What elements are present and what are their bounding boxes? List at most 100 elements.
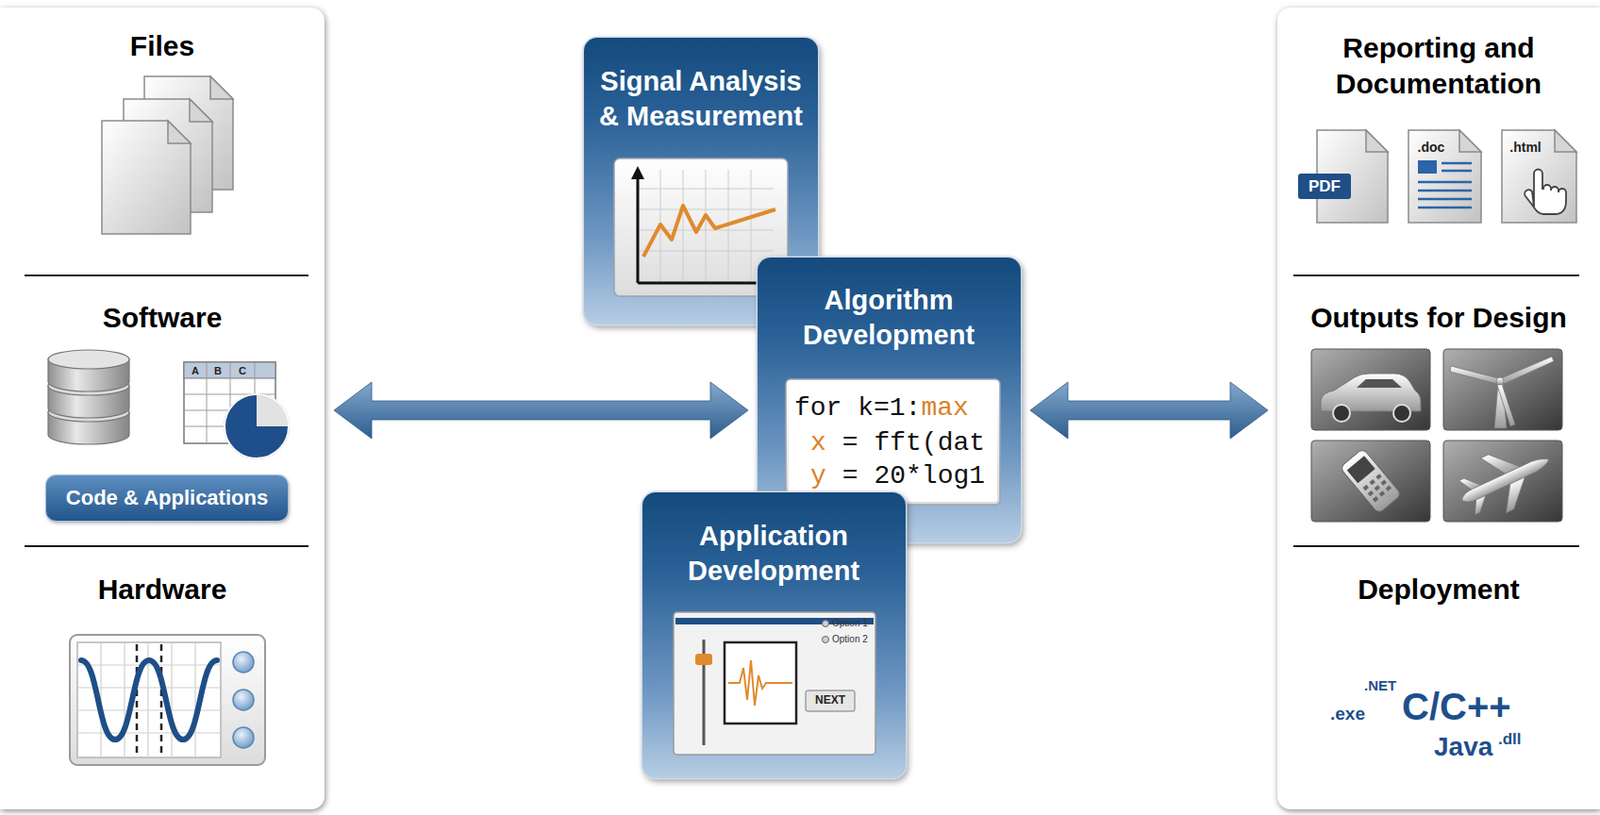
section-heading: Outputs for Design: [1287, 300, 1590, 336]
oscilloscope-icon: [77, 686, 221, 688]
oscilloscope-icon: [123, 642, 125, 758]
oscilloscope-icon: [233, 651, 254, 673]
app-ui-illustration: [805, 690, 855, 712]
source-panel: FilesSoftwareHardware Code & Applications: [0, 7, 325, 810]
phone-image: [1367, 490, 1374, 497]
document-icon: [1408, 130, 1482, 223]
button-text: NEXT: [815, 694, 846, 708]
app-ui-illustration: [724, 642, 797, 724]
platform-text: .exe: [1330, 703, 1366, 725]
database-icon: [48, 350, 130, 369]
oscilloscope-icon: [135, 644, 139, 756]
files-icon: [101, 76, 234, 234]
button-text: Code & Applications: [51, 482, 283, 515]
oscilloscope-icon: [160, 644, 164, 756]
code-text: = fft(dat: [842, 428, 985, 459]
output-illustrations: [1293, 130, 1580, 547]
airplane-image: [1449, 432, 1562, 528]
column-header: B: [214, 365, 222, 378]
car-image: [1320, 373, 1421, 422]
section-heading: Files: [16, 28, 309, 65]
platform-text: C/C++: [1401, 684, 1512, 729]
database-icon: [48, 350, 130, 445]
spreadsheet-icon: [224, 394, 289, 459]
chart-illustration: [705, 169, 707, 284]
airplane-image: [1459, 454, 1552, 506]
chart-illustration: [683, 169, 684, 284]
oscilloscope-icon: [77, 664, 221, 666]
code-illustration: [788, 382, 998, 502]
doc-lines: [1417, 206, 1472, 210]
phone-image: [1381, 479, 1387, 485]
chart-illustration: [643, 205, 776, 257]
wind-turbine-image: [1450, 356, 1554, 429]
files-icon: [101, 120, 191, 234]
phone-image: [1347, 455, 1376, 484]
code-text: = 20*log1: [842, 461, 985, 492]
phone-image: [1363, 473, 1392, 502]
separator-line: [1293, 545, 1580, 548]
oscilloscope-icon: [69, 634, 266, 766]
code-variable: y: [810, 461, 827, 492]
spreadsheet-icon: [206, 362, 208, 444]
card-title: Application Development: [655, 518, 892, 589]
platform-text: .dll: [1498, 730, 1522, 750]
files-icon: [189, 99, 213, 122]
chart-illustration: [637, 282, 772, 285]
design-tile: [1311, 349, 1431, 431]
doc-lines: [1417, 198, 1472, 201]
phone-image: [1374, 484, 1381, 491]
app-ui-illustration: [822, 636, 830, 644]
section-heading: Software: [16, 300, 309, 336]
section-heading: Hardware: [16, 571, 309, 608]
oscilloscope-icon: [77, 642, 221, 758]
app-ui-illustration: [673, 612, 876, 755]
platform-text: .NET: [1364, 677, 1397, 694]
code-button: Code & Applications: [46, 475, 288, 521]
double-arrow: [333, 382, 749, 439]
file-extension: .doc: [1417, 139, 1446, 155]
doc-lines: [1417, 181, 1472, 184]
doc-block: [1417, 160, 1437, 174]
chart-illustration: [728, 169, 730, 284]
spreadsheet-icon: [224, 394, 289, 459]
card-title: Algorithm Development: [770, 283, 1007, 353]
doc-lines: [1441, 169, 1472, 173]
column-header: A: [191, 365, 200, 378]
document-icon: [1554, 130, 1577, 152]
pdf-badge: [1298, 173, 1351, 200]
oscilloscope-icon: [194, 642, 196, 758]
oscilloscope-icon: [77, 732, 221, 734]
oscilloscope-icon: [233, 689, 254, 711]
separator-line: [24, 274, 309, 277]
double-arrow: [1030, 382, 1268, 439]
option-text: Option 2: [832, 633, 868, 646]
oscilloscope-icon: [81, 660, 217, 740]
chart-illustration: [636, 175, 640, 284]
column-header: C: [238, 365, 247, 378]
section-heading: Deployment: [1297, 571, 1581, 608]
code-illustration: [785, 379, 1000, 505]
phone-image: [1375, 473, 1382, 480]
car-image: [1333, 404, 1350, 422]
oscilloscope-icon: [233, 727, 254, 749]
separator-line: [1293, 274, 1580, 277]
oscilloscope-icon: [77, 642, 221, 758]
car-image: [1393, 404, 1411, 422]
code-text: for k=1:: [794, 393, 921, 424]
app-ui-illustration: [822, 620, 830, 628]
wind-turbine-image: [1497, 383, 1516, 427]
car-image: [1356, 379, 1402, 388]
file-badge: PDF: [1308, 177, 1341, 197]
design-tile: [1311, 440, 1431, 522]
design-tile: [1443, 349, 1563, 431]
app-ui-illustration: [673, 612, 876, 755]
platform-text: Java: [1433, 732, 1493, 763]
files-icon: [167, 120, 191, 144]
wind-turbine-image: [1450, 366, 1499, 384]
files-icon: [210, 76, 234, 100]
oscilloscope-icon: [69, 634, 266, 766]
phone-image: [1372, 496, 1379, 502]
document-icon: [1501, 130, 1577, 223]
source-illustrations: [24, 76, 309, 766]
